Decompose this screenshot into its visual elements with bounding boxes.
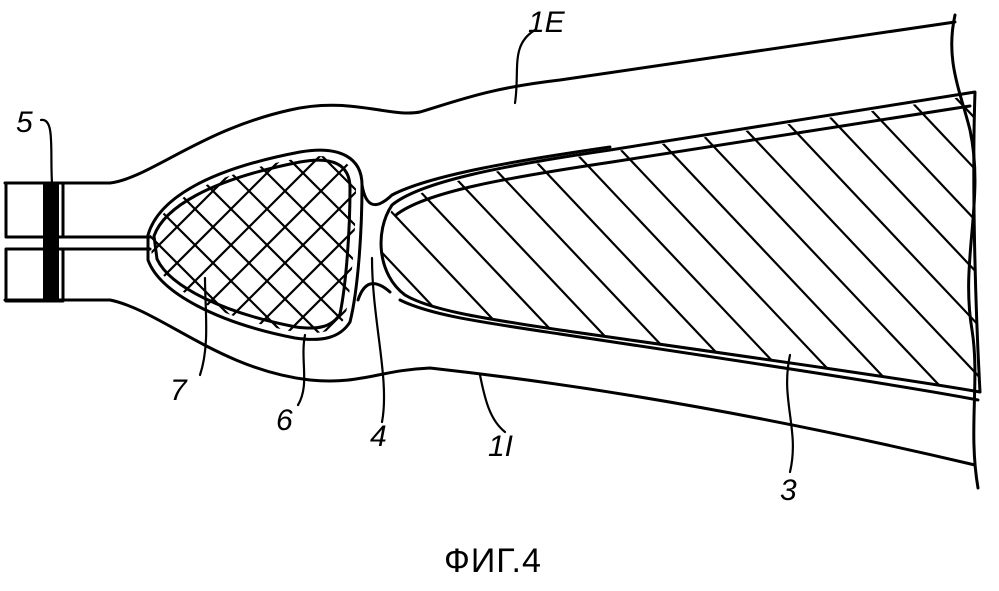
figure-caption: ФИГ.4 bbox=[444, 542, 542, 580]
crosshatch-line bbox=[0, 130, 166, 360]
label-4: 4 bbox=[370, 420, 387, 453]
hatch-line bbox=[584, 60, 924, 420]
core-3-lower-skin bbox=[400, 300, 978, 400]
leader-1E bbox=[515, 30, 535, 103]
outer-profile-upper bbox=[5, 22, 955, 183]
leader-4 bbox=[372, 258, 384, 422]
cavity-6-outer bbox=[148, 150, 362, 339]
label-7: 7 bbox=[170, 374, 188, 407]
leader-6 bbox=[298, 335, 305, 405]
leader-3 bbox=[787, 355, 793, 472]
region-3-hatching bbox=[200, 60, 999, 420]
hatch-line bbox=[920, 60, 999, 420]
hatch-line bbox=[440, 60, 780, 420]
label-6: 6 bbox=[276, 404, 293, 437]
hatch-line bbox=[536, 60, 876, 420]
label-1E: 1E bbox=[528, 6, 566, 39]
hatch-line bbox=[392, 60, 732, 420]
crosshatch-line bbox=[8, 130, 238, 360]
crosshatch-line bbox=[8, 130, 238, 360]
crosshatch-line bbox=[0, 130, 166, 360]
element-5-band bbox=[43, 183, 59, 301]
crosshatch-line bbox=[188, 130, 418, 360]
crosshatch-line bbox=[368, 130, 598, 360]
crosshatch-line bbox=[0, 130, 130, 360]
leader-7 bbox=[200, 278, 206, 375]
label-5: 5 bbox=[16, 106, 33, 139]
label-1I: 1I bbox=[488, 430, 513, 463]
core-3-outline bbox=[381, 92, 980, 392]
leader-1I bbox=[480, 375, 505, 432]
leader-5 bbox=[41, 120, 52, 183]
crosshatch-line bbox=[0, 130, 130, 360]
label-3: 3 bbox=[780, 474, 797, 507]
hatch-line bbox=[344, 60, 684, 420]
crosshatch-line bbox=[368, 130, 598, 360]
